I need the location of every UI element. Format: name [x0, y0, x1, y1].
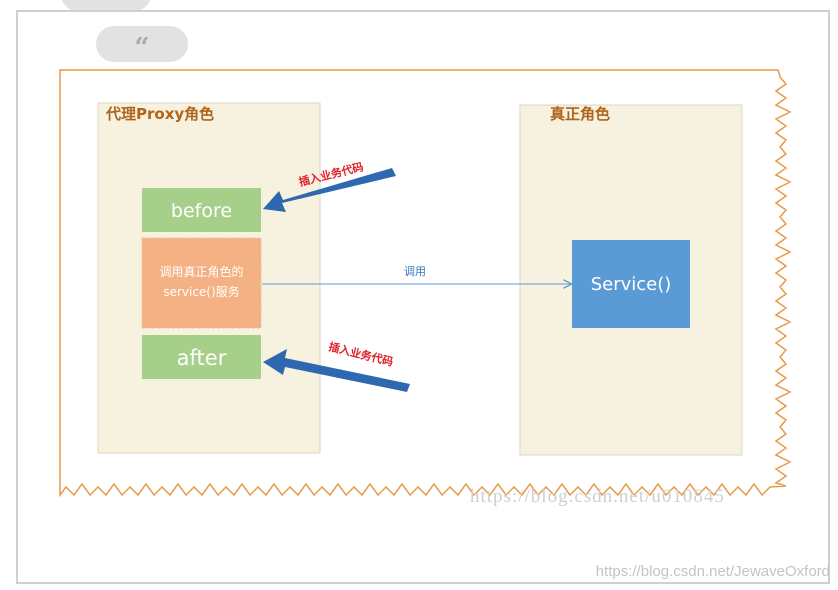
insert-arrow-top	[263, 168, 396, 212]
quote-mark-icon: “	[134, 33, 150, 63]
service-box	[572, 240, 690, 328]
before-label: before	[171, 200, 232, 222]
call-real-role-box	[141, 237, 262, 329]
ghost-watermark: https://blog.csdn.net/u010845	[470, 486, 725, 507]
csdn-watermark: https://blog.csdn.net/JewaveOxford	[595, 563, 830, 580]
insert-arrow-bottom	[263, 349, 410, 392]
after-box	[142, 335, 261, 379]
after-label: after	[177, 346, 227, 370]
call-arrow-label: 调用	[404, 265, 426, 278]
proxy-role-title: 代理Proxy角色	[105, 105, 214, 123]
outer-frame	[16, 10, 830, 584]
before-box	[142, 188, 261, 232]
service-label: Service()	[591, 274, 672, 295]
call-box-line1: 调用真正角色的	[159, 264, 243, 279]
real-role-title: 真正角色	[550, 105, 610, 123]
call-box-line2: service()服务	[163, 284, 239, 299]
quote-bubble-top	[60, 0, 152, 12]
quote-bubble: “	[96, 26, 188, 63]
